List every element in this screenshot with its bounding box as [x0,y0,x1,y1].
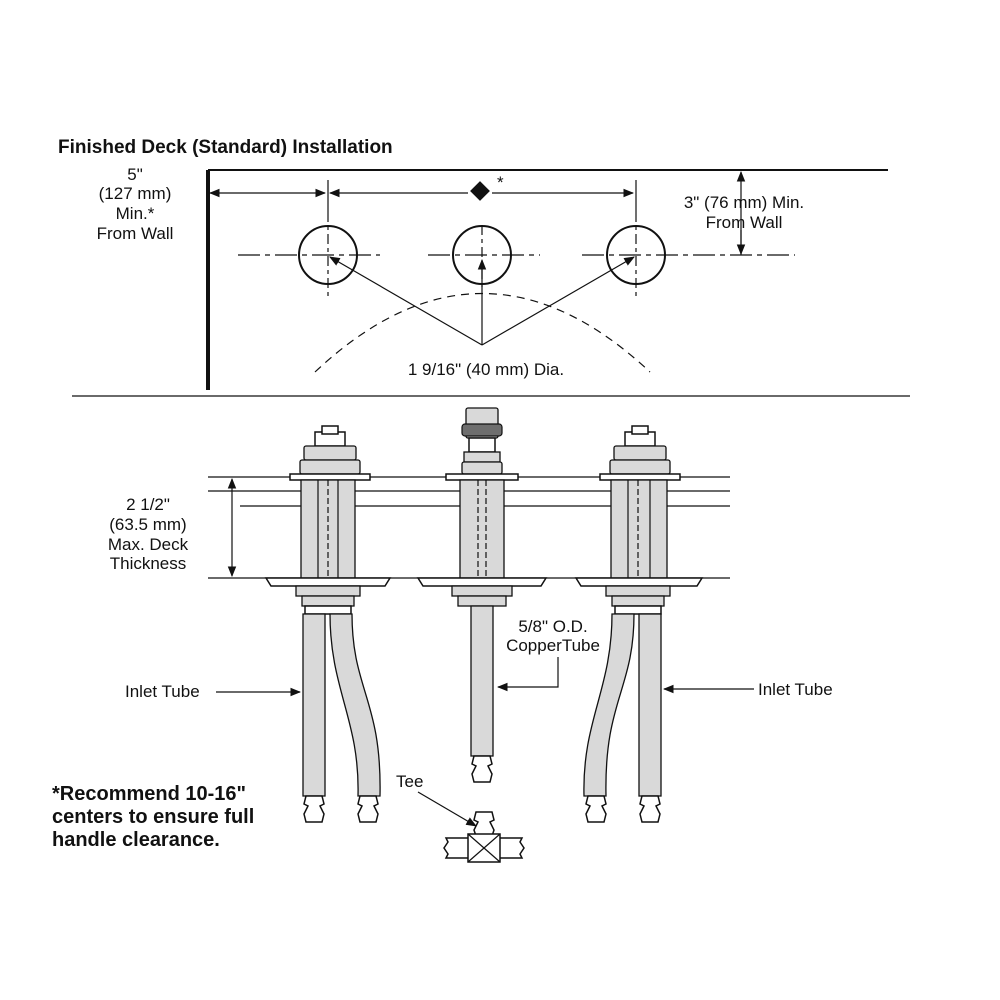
inlet-tube-left-callout: Inlet Tube [125,682,302,701]
right-wall-dimension: 3" (76 mm) Min. From Wall [684,170,804,256]
svg-text:handle clearance.: handle clearance. [52,829,220,851]
svg-text:Min.*: Min.* [116,204,155,223]
center-spout [416,407,548,783]
svg-text:Max. Deck: Max. Deck [108,535,189,554]
svg-text:3" (76 mm) Min.: 3" (76 mm) Min. [684,193,804,212]
inlet-tube-right-callout: Inlet Tube [662,680,833,699]
hole-diameter-label: 1 9/16" (40 mm) Dia. [408,360,564,379]
diagram-title: Finished Deck (Standard) Installation [58,137,393,158]
deck-holes [238,212,795,300]
left-valve [264,425,392,823]
svg-text:(63.5 mm): (63.5 mm) [109,515,186,534]
copper-tube-callout: 5/8" O.D. CopperTube [496,617,600,692]
svg-text:*Recommend 10-16": *Recommend 10-16" [52,783,246,805]
svg-text:Inlet Tube: Inlet Tube [125,682,200,701]
left-wall-dimension: 5" (127 mm) Min.* From Wall [97,165,174,243]
svg-text:(127 mm): (127 mm) [99,184,172,203]
clearance-note: *Recommend 10-16" centers to ensure full… [52,783,254,851]
svg-text:5": 5" [127,165,143,184]
svg-text:5/8" O.D.: 5/8" O.D. [518,617,587,636]
deck-thickness-dimension: 2 1/2" (63.5 mm) Max. Deck Thickness [108,477,237,578]
diameter-leaders: 1 9/16" (40 mm) Dia. [329,256,635,379]
right-valve [574,425,704,823]
center-dimension-lines: * [208,173,637,212]
center-asterisk: * [497,173,504,192]
svg-text:centers to ensure full: centers to ensure full [52,806,254,828]
svg-text:From Wall: From Wall [97,224,174,243]
tee-label: Tee [396,772,423,791]
svg-text:Inlet Tube: Inlet Tube [758,680,833,699]
plan-view: Finished Deck (Standard) Installation 5"… [58,137,910,397]
svg-text:CopperTube: CopperTube [506,636,600,655]
tee-fitting: Tee [396,772,525,863]
diamond-marker [470,181,490,201]
svg-text:From Wall: From Wall [706,213,783,232]
svg-text:2 1/2": 2 1/2" [126,495,170,514]
elevation-view: 2 1/2" (63.5 mm) Max. Deck Thickness [52,407,833,863]
svg-text:Thickness: Thickness [110,554,187,573]
